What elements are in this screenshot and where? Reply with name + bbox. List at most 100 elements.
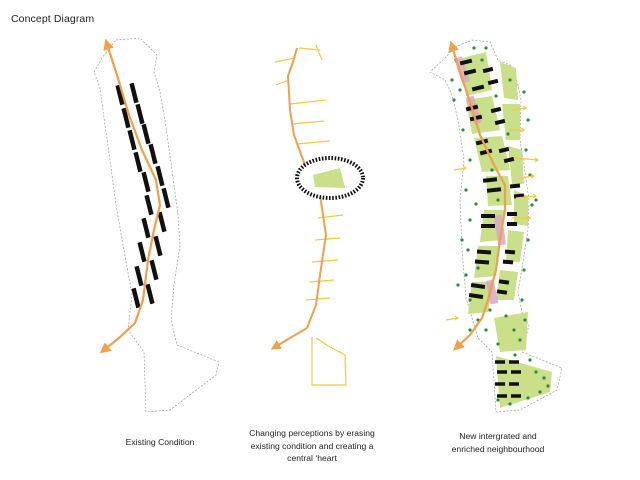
building (509, 360, 519, 364)
tree (468, 158, 472, 162)
route-line (448, 40, 507, 351)
street (315, 44, 323, 61)
green-block (496, 356, 552, 408)
building (149, 259, 159, 281)
connection-arrow (517, 175, 535, 179)
tree (452, 98, 456, 102)
street (274, 57, 296, 63)
yellow-streets (274, 44, 347, 386)
caption-line: New intergrated and (459, 431, 537, 441)
building (507, 212, 517, 216)
building (121, 107, 131, 129)
arrow-head (522, 105, 528, 111)
building (161, 187, 171, 209)
tree (542, 376, 546, 380)
building (133, 151, 143, 173)
tree (530, 203, 534, 207)
tree (468, 328, 472, 332)
building (479, 148, 493, 156)
tree (520, 298, 524, 302)
green-block (496, 270, 518, 300)
connection-arrow (453, 167, 467, 171)
caption-central-heart: Changing perceptions by erasing existing… (232, 427, 392, 465)
building (486, 187, 502, 193)
building (487, 78, 499, 86)
building (127, 129, 137, 151)
tree (534, 370, 538, 374)
building (463, 68, 477, 76)
green-block (508, 146, 524, 184)
connection-arrow (445, 317, 459, 321)
building (475, 138, 489, 146)
new-buildings (459, 58, 525, 398)
building (476, 249, 492, 255)
building (495, 382, 505, 386)
tree (513, 353, 517, 357)
tree (496, 342, 500, 346)
tree (484, 328, 488, 332)
building (496, 289, 508, 295)
arrow-head (534, 157, 540, 163)
arrow-head (526, 215, 532, 221)
building (153, 235, 163, 257)
building (144, 194, 154, 216)
tree (524, 148, 528, 152)
building (494, 118, 506, 126)
building (482, 177, 498, 183)
tree (528, 358, 532, 362)
pink-street (485, 279, 499, 305)
tree (526, 238, 530, 242)
building (509, 183, 521, 189)
tree (488, 308, 492, 312)
tree (480, 58, 484, 62)
tree (534, 198, 538, 202)
street-block (311, 337, 347, 386)
building (503, 156, 515, 164)
route-line (99, 38, 162, 354)
central-heart-panel (270, 44, 365, 386)
side-connection-arrows (445, 105, 540, 321)
building (495, 360, 505, 364)
tree (518, 338, 522, 342)
building (509, 382, 519, 386)
tree (461, 128, 465, 132)
building (474, 259, 490, 265)
tree (526, 396, 530, 400)
street (296, 140, 331, 145)
integrated-neighbourhood-panel (429, 39, 563, 413)
arrow-head (532, 193, 538, 199)
building (482, 66, 494, 74)
caption-existing-condition: Existing Condition (100, 436, 220, 449)
tree (496, 198, 500, 202)
street (275, 79, 290, 86)
tree (522, 90, 526, 94)
building (497, 370, 507, 374)
caption-line: Changing perceptions by erasing (249, 428, 375, 438)
building (141, 171, 151, 193)
building (141, 123, 151, 145)
existing-buildings (115, 82, 171, 309)
connection-arrow (515, 195, 537, 199)
caption-integrated-neighbourhood: New intergrated and enriched neighbourho… (428, 430, 568, 455)
tree (546, 384, 550, 388)
page-title: Concept Diagram (11, 13, 95, 25)
route-line (270, 47, 327, 350)
tree (523, 318, 527, 322)
caption-line: existing condition and creating a (250, 440, 374, 451)
tree (450, 78, 454, 82)
street (305, 297, 331, 301)
existing-condition-panel (93, 37, 220, 413)
building (470, 283, 486, 289)
arrow-head (454, 315, 460, 321)
building (468, 293, 484, 299)
green-block (506, 230, 524, 262)
tree (508, 402, 512, 406)
building (134, 265, 144, 287)
green-block (514, 190, 528, 226)
tree (490, 168, 494, 172)
street (314, 237, 341, 241)
pink-street (493, 214, 507, 246)
building (129, 82, 139, 104)
building (481, 214, 495, 218)
